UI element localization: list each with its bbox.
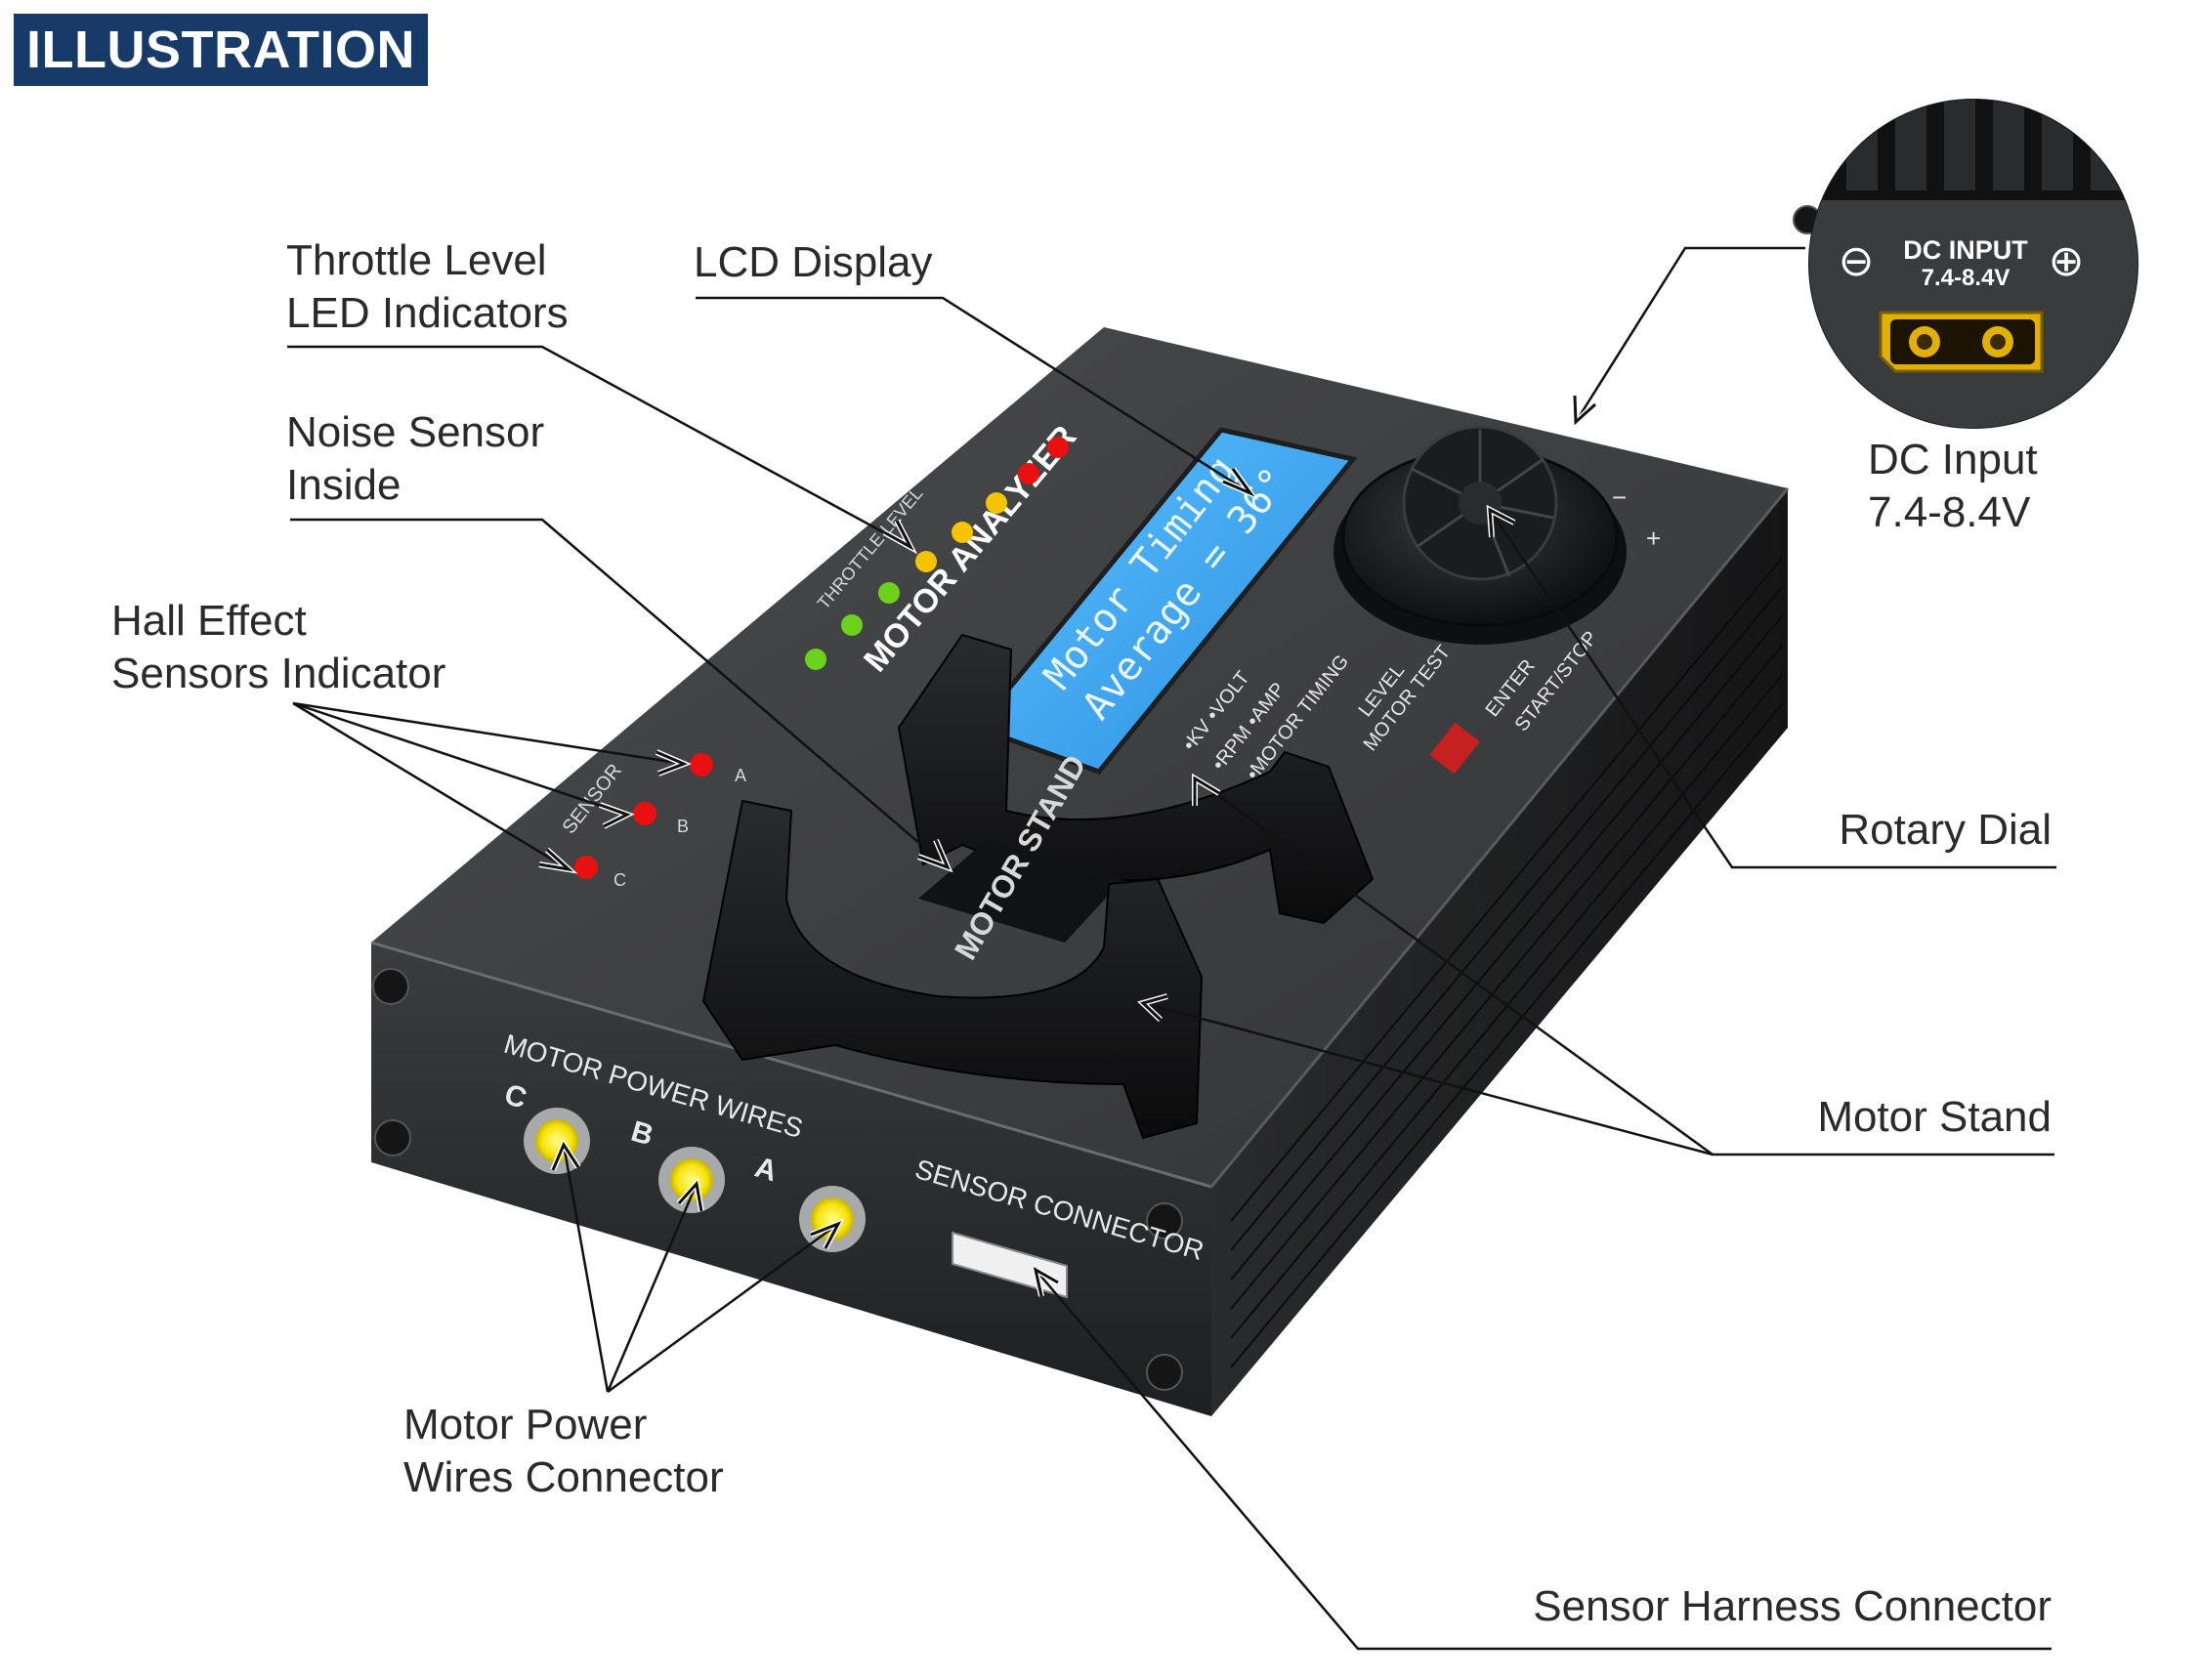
callout-dc-line2: 7.4-8.4V [1868,488,2031,536]
leader-wires-b [606,1183,698,1393]
leader-wires-c [562,1144,610,1393]
device-right-side [1211,488,1788,1416]
leader-stand-2 [1142,1001,1714,1156]
sensor-letter-b: B [677,817,689,836]
callout-noise-line1: Noise Sensor [286,408,545,456]
callout-noise-line2: Inside [286,461,402,509]
dc-panel-voltage: 7.4-8.4V [1922,265,2011,291]
lcd-screen [972,427,1358,775]
dc-plus-icon: ⊕ [2049,236,2085,286]
leader-throttle [287,345,911,549]
callout-motor-stand: Motor Stand [1817,1093,2052,1141]
leader-lcd [696,296,1251,495]
leader-noise [290,518,949,868]
dial-plus: + [1646,524,1661,553]
analyzer-device: Motor Timing Average = 36° MOTOR ANALYZE… [370,205,1822,1416]
callout-noise-sensor: Noise Sensor Inside [286,406,544,512]
callout-sensor-harness: Sensor Harness Connector [1533,1582,2052,1630]
brand-logo-icon [1429,722,1480,775]
arrow-heads [538,395,1597,1297]
rotary-dial [1333,425,1627,645]
callout-hall-line2: Sensors Indicator [111,650,446,697]
leader-hall-c [292,701,570,871]
leader-lines [287,246,2056,1651]
dc-panel-title: DC INPUT [1903,235,2028,265]
leader-sensor-harness [1035,1269,2052,1651]
device-front-panel [371,943,1211,1416]
callout-throttle-line1: Throttle Level [286,236,547,284]
dc-minus-icon: ⊖ [1839,236,1875,286]
leader-dc [1574,246,1805,423]
xt30-plug-icon [1879,311,2044,373]
callout-throttle-led: Throttle Level LED Indicators [286,234,569,340]
throttle-leds [805,437,1069,670]
dc-input-inset: DC INPUT 7.4-8.4V ⊖ ⊕ [1808,99,2138,429]
callout-dc-line1: DC Input [1868,436,2038,483]
sensor-leds [574,753,713,879]
callout-rotary-dial: Rotary Dial [1839,806,2052,854]
sensor-letter-c: C [614,870,626,890]
leader-rotary [1488,509,2056,869]
callout-power-wires: Motor Power Wires Connector [403,1399,724,1504]
stand-plate [918,840,1123,943]
callout-dc-input: DC Input 7.4-8.4V [1868,434,2038,539]
callout-lcd-display: LCD Display [694,238,933,286]
callout-hall-effect: Hall Effect Sensors Indicator [111,595,445,700]
callout-hall-line1: Hall Effect [111,597,307,645]
leader-wires-a [607,1222,839,1394]
motor-stand-front [701,799,1204,1140]
leader-hall-a [292,701,685,766]
callout-throttle-line2: LED Indicators [286,289,569,337]
leader-hall-b [292,701,628,817]
illustration-badge: ILLUSTRATION [14,14,428,86]
side-fins [1230,556,1784,1368]
dial-minus: − [1612,483,1627,512]
sensor-letter-a: A [735,766,746,785]
callout-power-line2: Wires Connector [403,1453,724,1501]
callout-power-line1: Motor Power [403,1401,648,1449]
